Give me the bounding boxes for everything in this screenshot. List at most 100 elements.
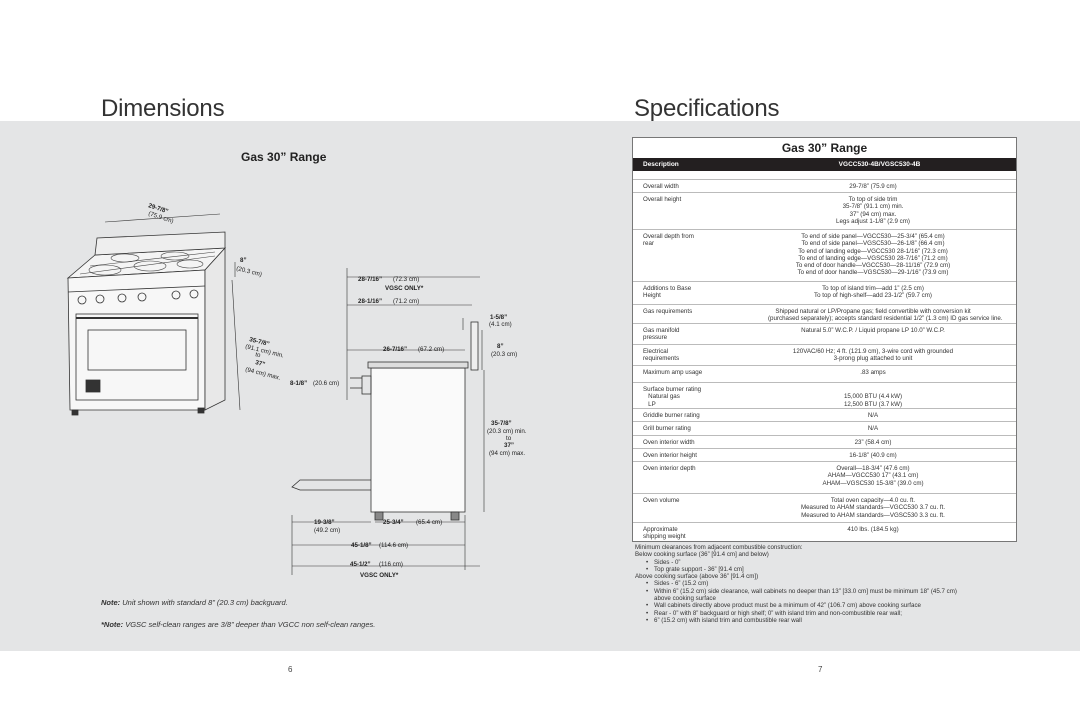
spec-table-title: Gas 30” Range — [781, 141, 868, 155]
spec-row: Oven interior depth Overall—18-3/4” (47.6… — [633, 461, 1016, 493]
spec-row-label: Grill burner rating — [643, 425, 691, 432]
dim-side-max: 37” — [504, 442, 514, 449]
spec-row-label: Maximum amp usage — [643, 369, 703, 376]
dim-side-height-cm: (20.3 cm) min. — [487, 428, 527, 435]
spec-row-value: 410 lbs. (184.5 kg) — [847, 526, 899, 533]
spec-row: Oven interior height 16-1/8” (40.9 cm) — [633, 448, 1016, 461]
clearance-item: Wall cabinets directly above product mus… — [635, 602, 1015, 610]
dim-door-width: 19-3/8” — [314, 519, 335, 526]
spec-header-description: Description — [643, 161, 679, 168]
spec-row-value: Total oven capacity—4.0 cu. ft. Measured… — [800, 497, 946, 519]
dim-total-a: 45-1/8” — [351, 542, 372, 549]
dimensions-subtitle: Gas 30” Range — [241, 150, 327, 164]
spec-row-label: Gas requirements — [643, 308, 693, 315]
spec-row-label: Overall width — [643, 183, 679, 190]
dim-depth-c: 26-7/16” — [383, 346, 407, 353]
dim-depth-a-cm: (72.3 cm) — [393, 276, 419, 283]
clearances-above-list: Sides - 6” (15.2 cm)Within 6” (15.2 cm) … — [635, 580, 1015, 624]
range-iso-illustration — [66, 231, 226, 416]
dim-trim: 1-5/8” — [490, 314, 507, 321]
spec-row: Overall width 29-7/8” (75.9 cm) — [633, 179, 1016, 192]
page-number-right: 7 — [818, 665, 823, 674]
spec-header-model: VGCC530-4B/VGSC530-4B — [838, 161, 921, 168]
spec-row: Oven interior width 23” (58.4 cm) — [633, 435, 1016, 448]
clearances-intro: Minimum clearances from adjacent combust… — [635, 544, 803, 551]
note-vgsc: *Note: VGSC self-clean ranges are 3/8” d… — [101, 620, 375, 629]
dim-backguard-iso-cm: (20.3 cm) — [236, 265, 263, 278]
spec-row-label: Oven interior depth — [643, 465, 696, 472]
spec-row-label: Overall depth from rear — [643, 233, 694, 248]
dim-vgsc-only-2: VGSC ONLY* — [360, 572, 399, 579]
spec-row-value: 15,000 BTU (4.4 kW) 12,500 BTU (3.7 kW) — [843, 393, 903, 408]
spec-row-label: Additions to Base Height — [643, 285, 692, 300]
spec-row-value: N/A — [867, 412, 879, 419]
clearances-below-list: Sides - 0”Top grate support - 36” [91.4 … — [635, 559, 1015, 574]
spec-row: Maximum amp usage .83 amps — [633, 365, 1016, 382]
dim-height-iso-max-cm: (94 cm) max. — [245, 366, 282, 382]
spec-row: Gas requirements Shipped natural or LP/Pr… — [633, 304, 1016, 323]
dim-door-width-cm: (49.2 cm) — [314, 527, 340, 534]
clearance-item: Within 6” (15.2 cm) side clearance, wall… — [635, 588, 1015, 603]
dim-side-max-cm: (94 cm) max. — [489, 450, 525, 457]
dim-body-depth-cm: (65.4 cm) — [416, 519, 442, 526]
dim-height-iso: 35-7/8” — [249, 336, 271, 348]
spec-row-value: Overall—18-3/4” (47.6 cm) AHAM—VGCC530 1… — [822, 465, 924, 487]
spec-row-value: 23” (58.4 cm) — [854, 439, 892, 446]
spec-row-value: Shipped natural or LP/Propane gas; field… — [768, 308, 1003, 323]
dim-trim-cm: (4.1 cm) — [489, 321, 512, 328]
spec-row: Surface burner rating Natural gas LP 15,… — [633, 382, 1016, 408]
dim-total-b: 45-1/2” — [350, 561, 371, 568]
clearances-section: Minimum clearances from adjacent combust… — [635, 544, 1015, 625]
spec-row-value: Natural 5.0” W.C.P. / Liquid propane LP … — [801, 327, 945, 334]
spec-table-header: Description VGCC530-4B/VGSC530-4B — [633, 158, 1016, 171]
range-side-illustration — [291, 321, 479, 521]
spec-row-label: Griddle burner rating — [643, 412, 700, 419]
clearances-above-heading: Above cooking surface (above 36” [91.4 c… — [635, 573, 759, 581]
dim-vgsc-only-1: VGSC ONLY* — [385, 285, 424, 292]
spec-row: Overall depth from rear To end of side pa… — [633, 229, 1016, 281]
spec-row-value: To top of island trim—add 1” (2.5 cm) To… — [814, 285, 932, 300]
spec-row-label: Oven interior height — [643, 452, 697, 459]
spec-row-value: 16-1/8” (40.9 cm) — [849, 452, 897, 459]
spec-row-value: N/A — [867, 425, 879, 432]
spec-row: Oven volume Total oven capacity—4.0 cu. f… — [633, 493, 1016, 522]
note-backguard-label: Note: — [101, 598, 121, 607]
spec-row-label: Overall height — [643, 196, 682, 203]
dim-side-to: to — [506, 435, 512, 442]
dim-side-height: 35-7/8” — [491, 420, 512, 427]
dim-depth-b: 28-1/16” — [358, 298, 382, 305]
spec-row-label: Surface burner rating Natural gas LP — [643, 386, 702, 408]
spec-row: Overall height To top of side trim 35-7/8… — [633, 192, 1016, 229]
dim-depth-c-cm: (67.2 cm) — [418, 346, 444, 353]
spec-row-label: Electrical requirements — [643, 348, 680, 363]
clearance-item: Rear - 0” with 8” backguard or high shel… — [635, 610, 1015, 618]
specifications-title: Specifications — [634, 95, 780, 122]
dim-depth-b-cm: (71.2 cm) — [393, 298, 419, 305]
clearance-item: 6” (15.2 cm) with island trim and combus… — [635, 617, 1015, 625]
spec-row-value: To top of side trim 35-7/8” (91.1 cm) mi… — [836, 196, 910, 225]
spec-row-value: To end of side panel—VGCC530—25-3/4” (65… — [795, 233, 951, 277]
dim-depth-a: 28-7/16” — [358, 276, 382, 283]
spec-row: Additions to Base Height To top of island… — [633, 281, 1016, 304]
clearances-below-heading: Below cooking surface (36” [91.4 cm] and… — [635, 551, 769, 559]
dim-backguard-iso: 8” — [240, 257, 247, 264]
spec-row-label: Oven volume — [643, 497, 680, 504]
spec-row-value: 29-7/8” (75.9 cm) — [849, 183, 897, 190]
note-backguard: Note: Unit shown with standard 8” (20.3 … — [101, 598, 288, 607]
dim-total-b-cm: (116 cm) — [379, 561, 403, 568]
clearance-item: Top grate support - 36” [91.4 cm] — [635, 566, 1015, 574]
spec-row-value: .83 amps — [860, 369, 886, 376]
dim-back-h: 8” — [497, 343, 504, 350]
dimensions-title: Dimensions — [101, 95, 225, 122]
dim-height-iso-max: 37” — [255, 359, 266, 368]
spec-row-label: Oven interior width — [643, 439, 695, 446]
clearance-item: Sides - 0” — [635, 559, 1015, 567]
spec-table: Gas 30” Range Description VGCC530-4B/VGS… — [632, 137, 1017, 542]
spec-row: Grill burner rating N/A — [633, 421, 1016, 435]
page-number-left: 6 — [288, 665, 293, 674]
dim-total-a-cm: (114.6 cm) — [379, 542, 408, 549]
dim-height-iso-to: to — [255, 351, 262, 359]
